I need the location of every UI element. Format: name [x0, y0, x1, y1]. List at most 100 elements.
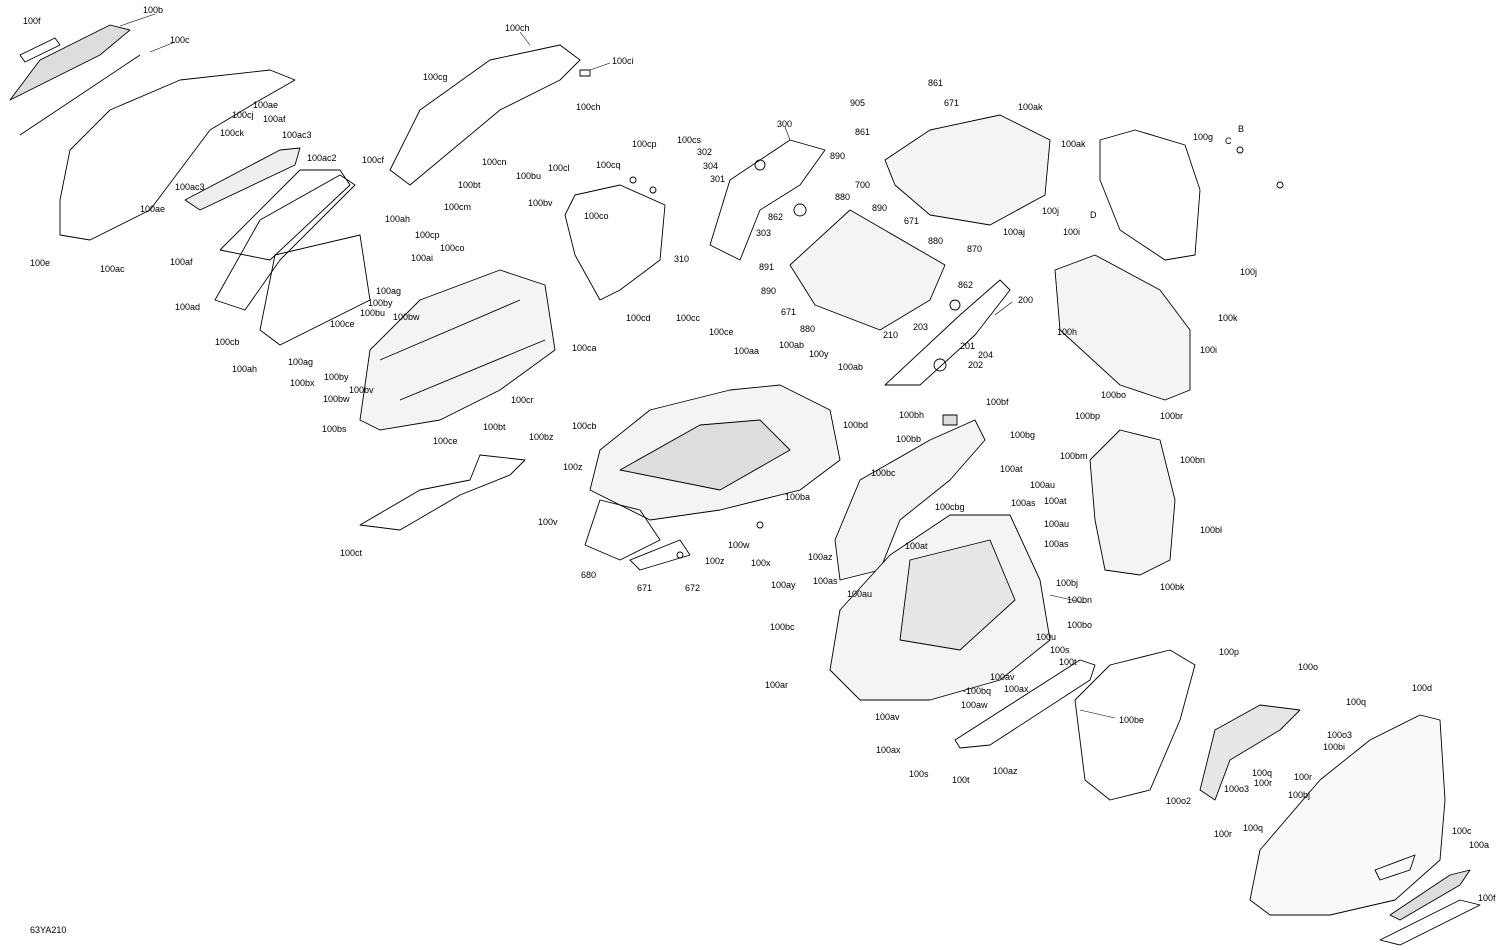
callout-label: 680: [581, 570, 597, 580]
callout-label: 100ae: [253, 100, 279, 110]
callout-label: 100ar: [765, 680, 789, 690]
callout-label: 100ag: [288, 357, 314, 367]
callout-label: 100by: [368, 298, 393, 308]
callout-label: 100ad: [175, 302, 201, 312]
callout-label: 100bx: [290, 378, 315, 388]
callout-label: 100ai: [411, 253, 434, 263]
callout-label: 100x: [751, 558, 771, 568]
callout-label: 100ah: [385, 214, 411, 224]
box-100cl: [564, 184, 666, 301]
callout-label: 100bt: [483, 422, 506, 432]
callout-label: 100i: [1200, 345, 1218, 355]
panel-100bf: [834, 419, 986, 581]
callout-label: 100aa: [734, 346, 760, 356]
callout-label: 100az: [993, 766, 1018, 776]
callout-label: 100bj: [1288, 790, 1311, 800]
callout-label: 100cj: [232, 110, 254, 120]
saddlebag-100bs: [359, 269, 556, 431]
callout-label: 100at: [1044, 496, 1067, 506]
callout-label: 880: [835, 192, 851, 202]
callout-label: 100cd: [626, 313, 651, 323]
callout-label: 100f: [1478, 893, 1496, 903]
callout-label: 100av: [875, 712, 900, 722]
callout-label: 671: [781, 307, 797, 317]
callout-label: 201: [960, 341, 976, 351]
trim-100az: [954, 659, 1096, 749]
callout-label: 905: [850, 98, 866, 108]
callout-label: 100at: [905, 541, 928, 551]
callout-label: 100au: [847, 589, 873, 599]
callout-label: 100e: [30, 258, 51, 268]
callout-label: 100t: [952, 775, 970, 785]
callout-label: 100r: [1254, 778, 1273, 788]
bracket-200: [884, 279, 1011, 386]
callout-label: 100r: [1294, 772, 1313, 782]
callout-label: 100j: [1240, 267, 1258, 277]
callout-label: 700: [855, 180, 871, 190]
callout-label: 100q: [1346, 697, 1367, 707]
callout-label: 100r: [1214, 829, 1233, 839]
callout-label: 100ax: [1004, 684, 1029, 694]
callout-label: 100cr: [511, 395, 534, 405]
callout-label: 100h: [1057, 327, 1078, 337]
callout-label: 100ae: [140, 204, 166, 214]
callout-label: 100cg: [423, 72, 448, 82]
callout-label: 100bk: [1160, 582, 1185, 592]
callout-label: 100bu: [360, 308, 386, 318]
callout-label: 210: [883, 330, 899, 340]
callout-label: 100bg: [1010, 430, 1036, 440]
callout-label: 100co: [440, 243, 465, 253]
callout-label: 100y: [809, 349, 829, 359]
callout-label: 200: [1018, 295, 1034, 305]
callout-label: 100z: [563, 462, 583, 472]
callout-label: 100t: [1059, 657, 1077, 667]
callout-label: 100ci: [612, 56, 634, 66]
callout-label: B: [1238, 124, 1245, 134]
callout-label: 100cs: [677, 135, 702, 145]
callout-label: 100u: [1036, 632, 1057, 642]
callout-label: D: [1090, 210, 1097, 220]
callout-label: 100cbg: [935, 502, 965, 512]
callout-label: 100bo: [1101, 390, 1127, 400]
callout-label: 300: [777, 119, 793, 129]
callout-label: 100cl: [548, 163, 570, 173]
callout-label: 304: [703, 161, 719, 171]
callout-label: 100aw: [961, 700, 988, 710]
callout-label: 100cm: [444, 202, 472, 212]
callout-label: 891: [759, 262, 775, 272]
lens-100f: [19, 37, 61, 63]
bin-100cb: [259, 234, 371, 346]
callout-label: 100bi: [1323, 742, 1346, 752]
callout-label: 671: [904, 216, 920, 226]
arm-300: [709, 139, 826, 261]
lens-100f-small: [1379, 899, 1481, 946]
callout-label: 100ce: [330, 319, 355, 329]
callout-label: 100bj: [1056, 578, 1079, 588]
shroud-100v: [584, 499, 661, 561]
callout-label: 100be: [1119, 715, 1145, 725]
callout-label: 100cq: [596, 160, 621, 170]
callout-label: 890: [872, 203, 888, 213]
callout-label: 100ce: [709, 327, 734, 337]
callout-label: 100q: [1243, 823, 1264, 833]
callout-label: 100as: [1011, 498, 1036, 508]
callout-label: 100s: [1050, 645, 1070, 655]
callout-label: 100ak: [1061, 139, 1086, 149]
callout-label: 100bw: [393, 312, 420, 322]
callout-label: 100g: [1193, 132, 1214, 142]
callout-label: 100ac: [100, 264, 125, 274]
callout-label: 100o: [1298, 662, 1319, 672]
callout-label: 100ch: [576, 102, 601, 112]
callout-label: 100bv: [349, 385, 374, 395]
callout-label: 100bn: [1067, 595, 1093, 605]
callout-label: 302: [697, 147, 713, 157]
frame-870: [789, 209, 946, 331]
callout-label: 100br: [1160, 411, 1184, 421]
callout-label: 100co: [584, 211, 609, 221]
seal-100be: [1074, 649, 1196, 801]
callout-label: 100av: [990, 672, 1015, 682]
callout-label: 100cp: [415, 230, 440, 240]
callout-label: 100as: [813, 576, 838, 586]
callout-label: 890: [761, 286, 777, 296]
